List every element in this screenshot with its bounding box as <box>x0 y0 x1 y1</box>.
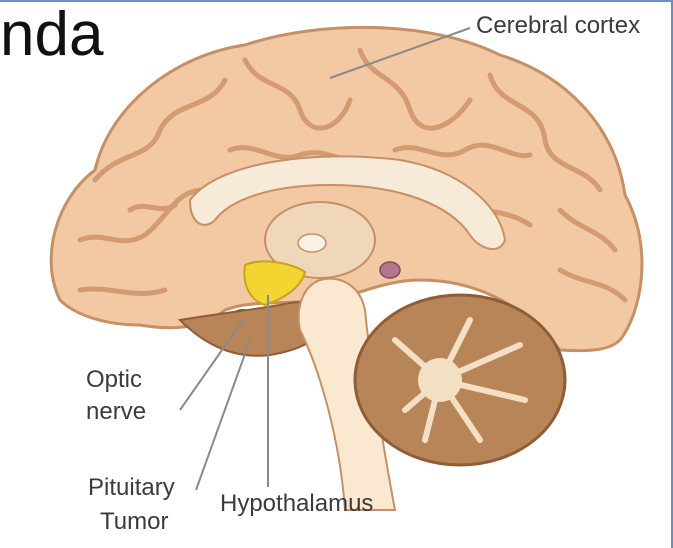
label-cerebral-cortex: Cerebral cortex <box>476 12 640 41</box>
label-optic-line1: Optic <box>86 366 142 395</box>
label-pituitary-line2: Tumor <box>100 508 168 537</box>
label-optic-line2: nerve <box>86 398 146 427</box>
label-pituitary-line1: Pituitary <box>88 474 175 503</box>
label-hypothalamus: Hypothalamus <box>220 490 373 519</box>
slide-title-fragment: nda <box>0 4 103 66</box>
